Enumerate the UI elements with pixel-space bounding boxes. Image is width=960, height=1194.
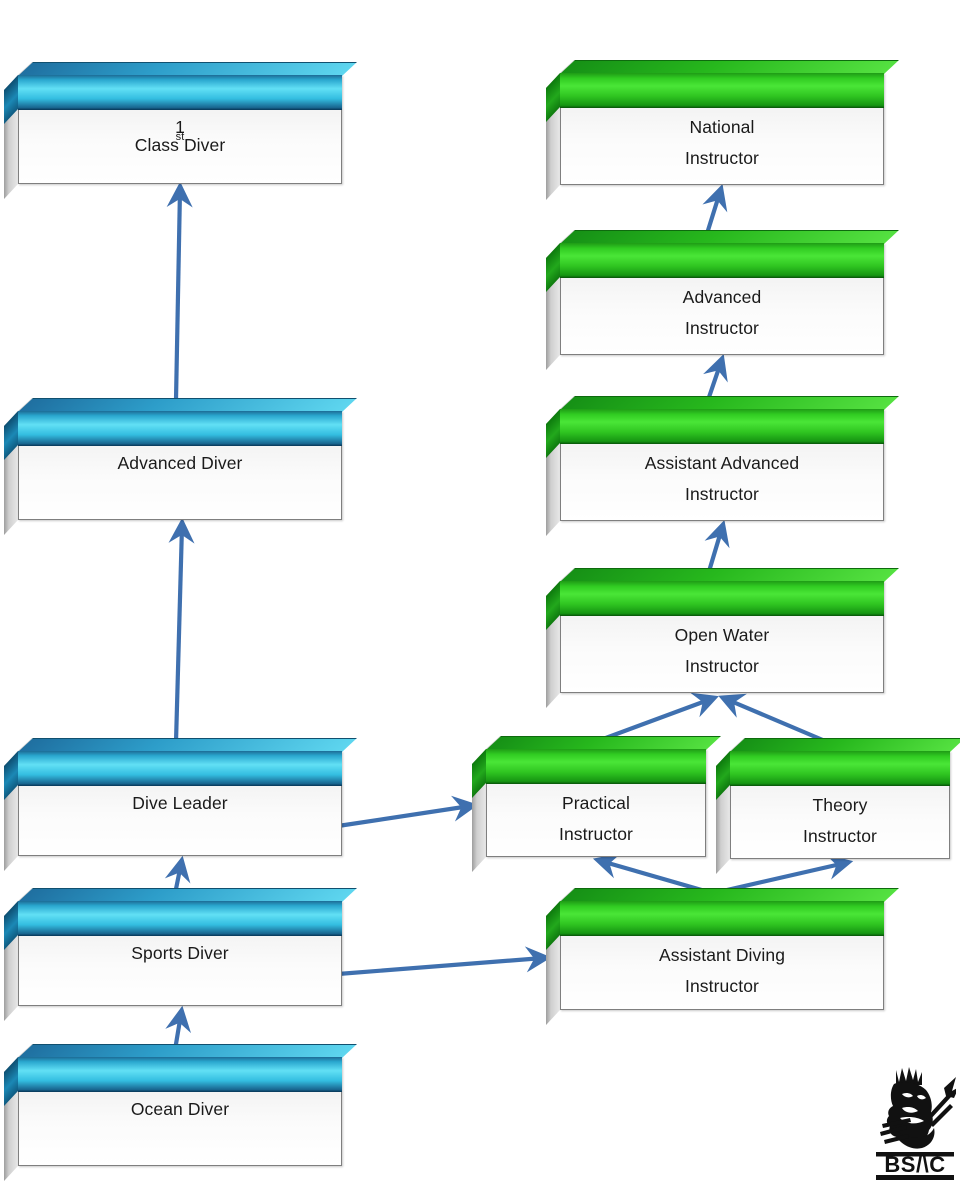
box-left-face <box>4 901 18 1022</box>
box-left-face <box>716 751 730 875</box>
node-assistant-advanced-instructor[interactable]: Assistant Advanced Instructor <box>546 396 900 537</box>
box-left-face <box>472 749 486 873</box>
box-left-face <box>4 751 18 872</box>
node-label-assistant-diving-instructor: Assistant Diving Instructor <box>658 945 786 997</box>
box-top-face <box>18 1044 356 1057</box>
box-top-face <box>18 62 356 75</box>
box-left-face <box>4 75 18 200</box>
box-top-face <box>18 888 356 901</box>
edge-dive-leader-to-advanced-diver <box>168 517 195 743</box>
box-top-face <box>486 736 720 749</box>
box-top-face <box>560 396 898 409</box>
svg-text:BS/\C: BS/\C <box>884 1152 945 1177</box>
box-top-face <box>560 60 898 73</box>
node-assistant-diving-instructor[interactable]: Assistant Diving Instructor <box>546 888 900 1026</box>
node-advanced-instructor[interactable]: Advanced Instructor <box>546 230 900 371</box>
node-theory-instructor[interactable]: Theory Instructor <box>716 738 960 875</box>
node-label-dive-leader: Dive Leader <box>132 793 228 813</box>
node-label-national-instructor: National Instructor <box>685 117 759 169</box>
node-dive-leader[interactable]: Dive Leader <box>4 738 358 872</box>
node-ocean-diver[interactable]: Ocean Diver <box>4 1044 358 1182</box>
bsac-logo: BS/\C <box>876 1067 956 1180</box>
node-label-open-water-instructor: Open Water Instructor <box>674 625 770 677</box>
node-advanced-diver[interactable]: Advanced Diver <box>4 398 358 536</box>
box-top-face <box>730 738 960 751</box>
box-top-face <box>18 398 356 411</box>
node-label-advanced-diver: Advanced Diver <box>117 453 243 473</box>
box-left-face <box>546 243 560 371</box>
node-label-assistant-advanced-instructor: Assistant Advanced Instructor <box>644 453 800 505</box>
node-sports-diver[interactable]: Sports Diver <box>4 888 358 1022</box>
box-left-face <box>546 901 560 1026</box>
box-left-face <box>546 409 560 537</box>
box-left-face <box>546 581 560 709</box>
node-label-sports-diver: Sports Diver <box>131 943 229 963</box>
edge-advanced-diver-to-first-class-diver <box>166 181 193 401</box>
edge-sports-diver-to-assistant-diving-instructor <box>337 946 552 977</box>
box-left-face <box>4 1057 18 1182</box>
box-top-face <box>560 230 898 243</box>
node-national-instructor[interactable]: National Instructor <box>546 60 900 201</box>
node-label-practical-instructor: Practical Instructor <box>559 793 633 845</box>
edge-dive-leader-to-practical-instructor <box>337 795 479 829</box>
box-top-face <box>560 568 898 581</box>
node-label-theory-instructor: Theory Instructor <box>803 795 877 847</box>
node-label-advanced-instructor: Advanced Instructor <box>682 287 762 339</box>
node-label-ocean-diver: Ocean Diver <box>130 1099 230 1119</box>
box-left-face <box>4 411 18 536</box>
box-left-face <box>546 73 560 201</box>
box-top-face <box>18 738 356 751</box>
node-practical-instructor[interactable]: Practical Instructor <box>472 736 722 873</box>
box-top-face <box>560 888 898 901</box>
node-open-water-instructor[interactable]: Open Water Instructor <box>546 568 900 709</box>
